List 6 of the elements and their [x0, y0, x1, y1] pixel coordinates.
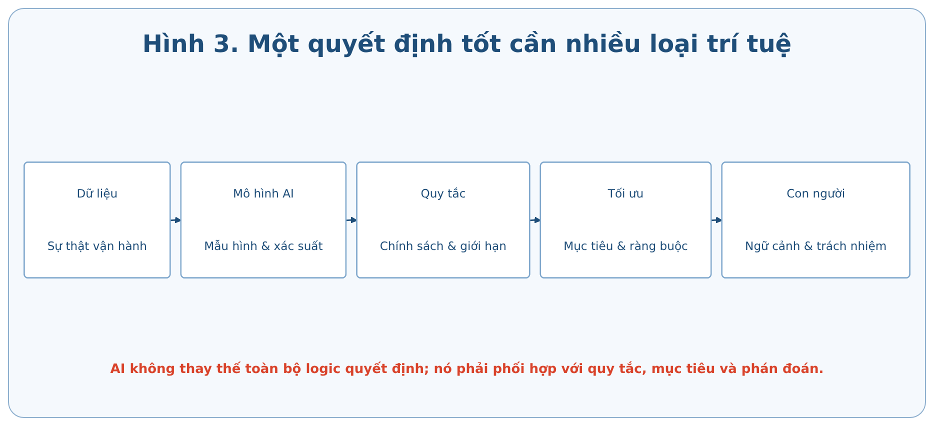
arrow	[711, 216, 723, 224]
caption: AI không thay thế toàn bộ logic quyết định; nó phải phối hợp với quy tắc, mục tiêu và phán đoán.	[109, 362, 825, 377]
arrow	[346, 216, 358, 224]
arrow	[170, 216, 182, 224]
title: Hình 3. Một quyết định tốt cần nhiều loại trí tuệ	[141, 30, 793, 58]
arrow	[530, 216, 542, 224]
